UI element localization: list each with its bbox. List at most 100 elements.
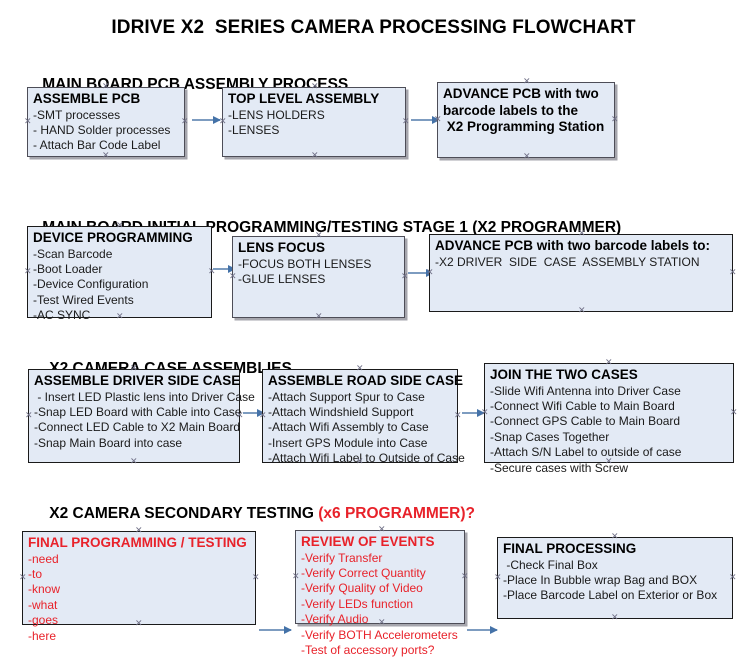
connection-handle-left[interactable] xyxy=(229,274,236,281)
node-body: - Insert LED Plastic lens into Driver Ca… xyxy=(34,389,255,452)
connection-handle-right[interactable] xyxy=(729,575,736,582)
node-line: -Place Barcode Label on Exterior or Box xyxy=(503,588,718,603)
node-body: -SMT processes - HAND Solder processes -… xyxy=(33,108,180,154)
node-advance-pcb-programming[interactable]: ADVANCE PCB with two barcode labels to t… xyxy=(437,82,615,158)
node-line: -need xyxy=(28,551,59,566)
connection-handle-bottom[interactable] xyxy=(311,153,318,160)
node-line: -Boot Loader xyxy=(33,261,103,276)
connection-handle-top[interactable] xyxy=(523,79,530,86)
node-line: X2 Programming Station xyxy=(443,119,605,134)
node-line: barcode labels to the xyxy=(443,102,579,118)
connection-handle-bottom[interactable] xyxy=(578,308,585,315)
node-line: -goes xyxy=(28,613,59,628)
node-line: -to xyxy=(28,566,43,581)
node-line: -Attach Wifi Assembly to Case xyxy=(268,420,429,435)
node-assemble-pcb[interactable]: ASSEMBLE PCB -SMT processes - HAND Solde… xyxy=(27,87,185,157)
node-title: ADVANCE PCB with two barcode labels to: xyxy=(435,238,711,253)
node-top-level-assembly[interactable]: TOP LEVEL ASSEMBLY -LENS HOLDERS -LENSES xyxy=(222,87,406,157)
connection-handle-left[interactable] xyxy=(24,119,31,126)
node-review-of-events[interactable]: REVIEW OF EVENTS -Verify Transfer -Verif… xyxy=(292,530,468,657)
node-line: -AC SYNC xyxy=(33,308,91,323)
section-header-4-accent: (x6 PROGRAMMER)? xyxy=(318,505,475,522)
node-line: -Connect Wifi Cable to Main Board xyxy=(490,398,675,413)
node-join-the-two-cases[interactable]: JOIN THE TWO CASES -Slide Wifi Antenna i… xyxy=(484,360,737,475)
node-advance-pcb-case-assembly[interactable]: ADVANCE PCB with two barcode labels to: … xyxy=(429,234,733,312)
connector-arrow xyxy=(259,625,292,634)
node-line: -FOCUS BOTH LENSES xyxy=(238,256,372,271)
node-body: -FOCUS BOTH LENSES -GLUE LENSES xyxy=(238,257,400,288)
node-line: - Insert LED Plastic lens into Driver Ca… xyxy=(34,389,255,404)
connection-handle-right[interactable] xyxy=(402,119,409,126)
node-body: -LENS HOLDERS -LENSES xyxy=(228,108,401,139)
node-line: - Attach Bar Code Label xyxy=(33,138,161,153)
connection-handle-right[interactable] xyxy=(252,575,259,582)
node-final-processing[interactable]: FINAL PROCESSING -Check Final Box -Place… xyxy=(497,537,733,619)
node-line: -Test of accessory ports? xyxy=(301,642,435,657)
node-assemble-driver-side-case[interactable]: ASSEMBLE DRIVER SIDE CASE - Insert LED P… xyxy=(25,369,255,466)
node-line: -LENSES xyxy=(228,122,280,137)
connection-handle-left[interactable] xyxy=(292,574,299,581)
connector-arrow xyxy=(411,115,440,124)
node-line: -Snap Cases Together xyxy=(490,429,610,444)
node-title: ADVANCE PCB with two xyxy=(443,86,599,101)
connection-handle-right[interactable] xyxy=(181,119,188,126)
connection-handle-top[interactable] xyxy=(356,366,363,373)
connection-handle-right[interactable] xyxy=(461,574,468,581)
node-body: -Scan Barcode -Boot Loader -Device Confi… xyxy=(33,247,207,324)
node-assemble-road-side-case[interactable]: ASSEMBLE ROAD SIDE CASE -Attach Support … xyxy=(262,366,465,466)
node-line: -LENS HOLDERS xyxy=(228,107,325,122)
node-line: -Connect LED Cable to X2 Main Board xyxy=(34,420,241,435)
connection-handle-right[interactable] xyxy=(454,413,461,420)
node-line: -Test Wired Events xyxy=(33,292,134,307)
connection-handle-left[interactable] xyxy=(24,269,31,276)
connection-handle-top[interactable] xyxy=(605,360,612,367)
connection-handle-bottom[interactable] xyxy=(102,153,109,160)
node-line: -Verify Transfer xyxy=(301,550,383,565)
node-title: TOP LEVEL ASSEMBLY xyxy=(228,91,380,106)
connector-arrow xyxy=(462,408,485,417)
node-final-programming-testing[interactable]: FINAL PROGRAMMING / TESTING -need -to -k… xyxy=(19,531,259,643)
node-device-programming[interactable]: DEVICE PROGRAMMING -Scan Barcode -Boot L… xyxy=(24,226,215,322)
node-line: -Verify Quality of Video xyxy=(301,581,423,596)
node-line: -Slide Wifi Antenna into Driver Case xyxy=(490,383,681,398)
connection-handle-right[interactable] xyxy=(208,269,215,276)
node-line: -Attach Windshield Support xyxy=(268,404,414,419)
connection-handle-left[interactable] xyxy=(494,575,501,582)
node-title: FINAL PROGRAMMING / TESTING xyxy=(28,535,247,550)
node-line: -Attach Wifi Label to Outside of Case xyxy=(268,451,465,466)
node-line: -GLUE LENSES xyxy=(238,271,326,286)
node-line: -SMT processes xyxy=(33,107,121,122)
node-line: - HAND Solder processes xyxy=(33,122,171,137)
connection-handle-right[interactable] xyxy=(729,270,736,277)
node-line: -know xyxy=(28,582,61,597)
node-line: -Scan Barcode xyxy=(33,246,113,261)
node-line: -Place In Bubble wrap Bag and BOX xyxy=(503,572,698,587)
connector-arrow xyxy=(243,408,265,417)
node-body: -X2 DRIVER SIDE CASE ASSEMBLY STATION xyxy=(435,255,728,270)
node-line: -Verify Correct Quantity xyxy=(301,565,426,580)
connection-handle-bottom[interactable] xyxy=(611,615,618,622)
node-lens-focus[interactable]: LENS FOCUS -FOCUS BOTH LENSES -GLUE LENS… xyxy=(232,236,405,318)
node-body: -need -to -know -what -goes -here xyxy=(28,552,251,644)
connection-handle-bottom[interactable] xyxy=(130,459,137,466)
connection-handle-left[interactable] xyxy=(25,413,32,420)
node-line: -Snap LED Board with Cable into Case xyxy=(34,404,242,419)
connection-handle-top[interactable] xyxy=(611,534,618,541)
node-line: -Check Final Box xyxy=(503,557,598,572)
connection-handle-bottom[interactable] xyxy=(523,154,530,161)
page-title: IDRIVE X2 SERIES CAMERA PROCESSING FLOWC… xyxy=(111,17,636,38)
node-line: -Attach S/N Label to outside of case xyxy=(490,445,682,460)
node-body: -Check Final Box -Place In Bubble wrap B… xyxy=(503,558,728,604)
node-body: barcode labels to the X2 Programming Sta… xyxy=(443,103,610,135)
node-line: -Verify LEDs function xyxy=(301,596,414,611)
connection-handle-right[interactable] xyxy=(730,410,737,417)
connection-handle-bottom[interactable] xyxy=(315,314,322,321)
node-body: -Verify Transfer -Verify Correct Quantit… xyxy=(301,551,460,659)
connection-handle-left[interactable] xyxy=(19,575,26,582)
node-line: -Secure cases with Screw xyxy=(490,460,629,475)
node-title: ASSEMBLE ROAD SIDE CASE xyxy=(268,373,464,388)
connection-handle-right[interactable] xyxy=(401,274,408,281)
connector-arrow xyxy=(467,625,498,634)
connection-handle-right[interactable] xyxy=(611,117,618,124)
